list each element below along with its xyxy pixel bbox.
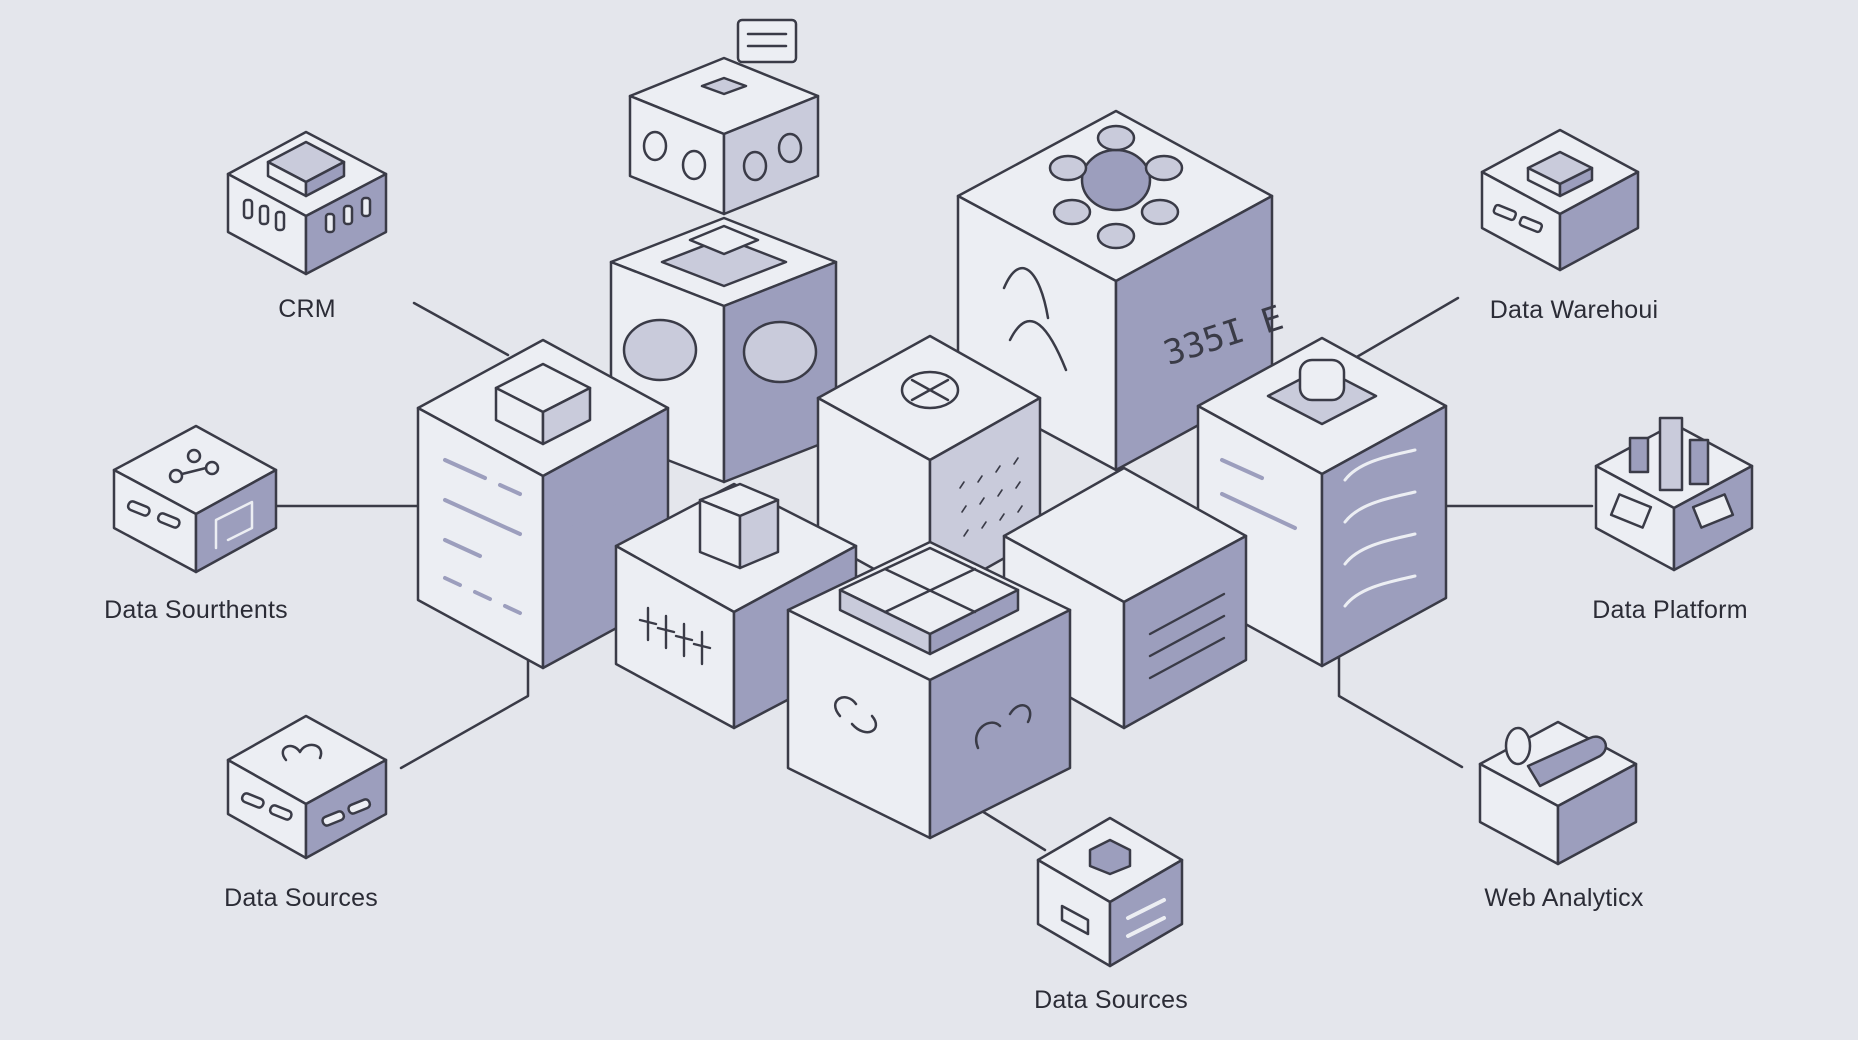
label-data-sources-left: Data Sources [224,884,378,912]
connector-lines [274,296,1594,852]
label-data-sourthents: Data Sourthents [104,596,288,624]
cube-left-server [416,338,670,670]
web-analytics-box-icon [1478,720,1638,866]
cube-front-right [928,608,1072,840]
screen-icon [736,18,798,64]
connector-data-warehouse [1353,296,1460,360]
server-lines-icon [443,450,647,615]
data-sources-box-icon [226,714,388,860]
network-hub-icon [1080,148,1152,212]
cube-front [786,540,1072,840]
connector-data-sources-left [399,653,530,770]
wave-icon [1002,266,1068,372]
label-crm: CRM [278,295,336,323]
connector-data-sources-bottom [970,803,1047,852]
data-sources-bottom-box-icon [1036,816,1184,968]
label-data-platform: Data Platform [1592,596,1748,624]
label-data-warehouse: Data Warehoui [1489,296,1659,324]
data-platform-box-icon [1594,416,1754,572]
blob-left-icon [622,318,698,382]
label-web-analytics: Web Analyticx [1484,884,1644,912]
text-lines-icon [1148,592,1226,680]
connector-web-analytics [1337,648,1464,769]
cube-center [816,334,1042,602]
cube-network: 335I E [956,109,1288,472]
data-warehouse-box-icon [1480,128,1640,272]
cube-floating-top [628,18,820,216]
wave-links-icon [1343,448,1417,608]
blob-right-icon [742,320,818,384]
connector-crm [412,301,510,357]
data-sourthents-box-icon [112,424,278,574]
link-right-icon [974,704,1032,750]
cube-floating-top-right [722,94,820,216]
label-data-sources-bottom: Data Sources [1034,986,1188,1014]
crm-server-icon [226,130,388,276]
cube-mid-right-right [1122,534,1248,730]
device-icon [1298,358,1346,402]
link-left-icon [833,696,878,734]
scatter-dots [959,457,1023,537]
server-lines-icon [1220,458,1297,530]
tick-marks-icon [638,606,712,666]
